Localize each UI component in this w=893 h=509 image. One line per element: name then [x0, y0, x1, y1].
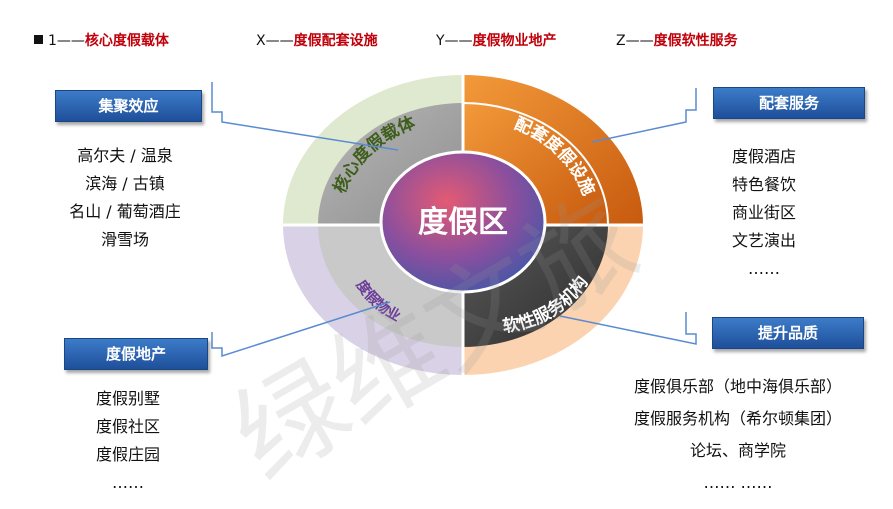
connector-bottom-right — [559, 312, 697, 345]
list-item: 商业街区 — [731, 203, 796, 222]
center-circle — [379, 150, 547, 294]
list-quality-upgrade: 度假俱乐部（地中海俱乐部） 度假服务机构（希尔顿集团） 论坛、商学院 …… …… — [598, 371, 878, 499]
list-item: 滨海 / 古镇 — [85, 174, 165, 193]
tag-cluster-effect: 集聚效应 — [55, 90, 202, 122]
connector-top-left — [211, 82, 399, 151]
center-label: 度假区 — [418, 205, 508, 240]
connector-bottom-left — [211, 301, 391, 358]
list-item: 度假服务机构（希尔顿集团） — [633, 409, 842, 428]
tag-resort-property: 度假地产 — [64, 338, 208, 370]
connector-top-right — [591, 88, 697, 143]
list-item: 度假社区 — [95, 417, 160, 436]
list-item: 度假俱乐部（地中海俱乐部） — [633, 377, 842, 396]
list-item: …… …… — [703, 473, 773, 492]
tag-supporting-services: 配套服务 — [713, 87, 865, 119]
list-item: 文艺演出 — [731, 231, 796, 250]
legend-item-property: Y——度假物业地产 — [436, 33, 557, 49]
list-item: 名山 / 葡萄酒庄 — [69, 202, 181, 221]
list-item: 论坛、商学院 — [689, 441, 786, 460]
legend-item-facilities: X——度假配套设施 — [256, 33, 378, 49]
list-item: …… — [748, 259, 780, 278]
list-item: 滑雪场 — [100, 230, 149, 249]
list-supporting-services: 度假酒店 特色餐饮 商业街区 文艺演出 …… — [714, 143, 814, 283]
list-cluster-effect: 高尔夫 / 温泉 滨海 / 古镇 名山 / 葡萄酒庄 滑雪场 — [50, 142, 200, 254]
list-item: 高尔夫 / 温泉 — [77, 146, 173, 165]
tag-quality-upgrade: 提升品质 — [712, 317, 864, 349]
list-item: 特色餐饮 — [731, 175, 796, 194]
list-item: 度假酒店 — [731, 147, 796, 166]
list-item: 度假庄园 — [95, 445, 160, 464]
bullet-square-icon — [34, 35, 43, 44]
list-item: …… — [112, 473, 144, 492]
list-resort-property: 度假别墅 度假社区 度假庄园 …… — [78, 385, 178, 497]
legend-item-service: Z——度假软性服务 — [616, 33, 738, 49]
list-item: 度假别墅 — [95, 389, 160, 408]
legend-item-core: 1——核心度假载体 — [34, 30, 169, 50]
